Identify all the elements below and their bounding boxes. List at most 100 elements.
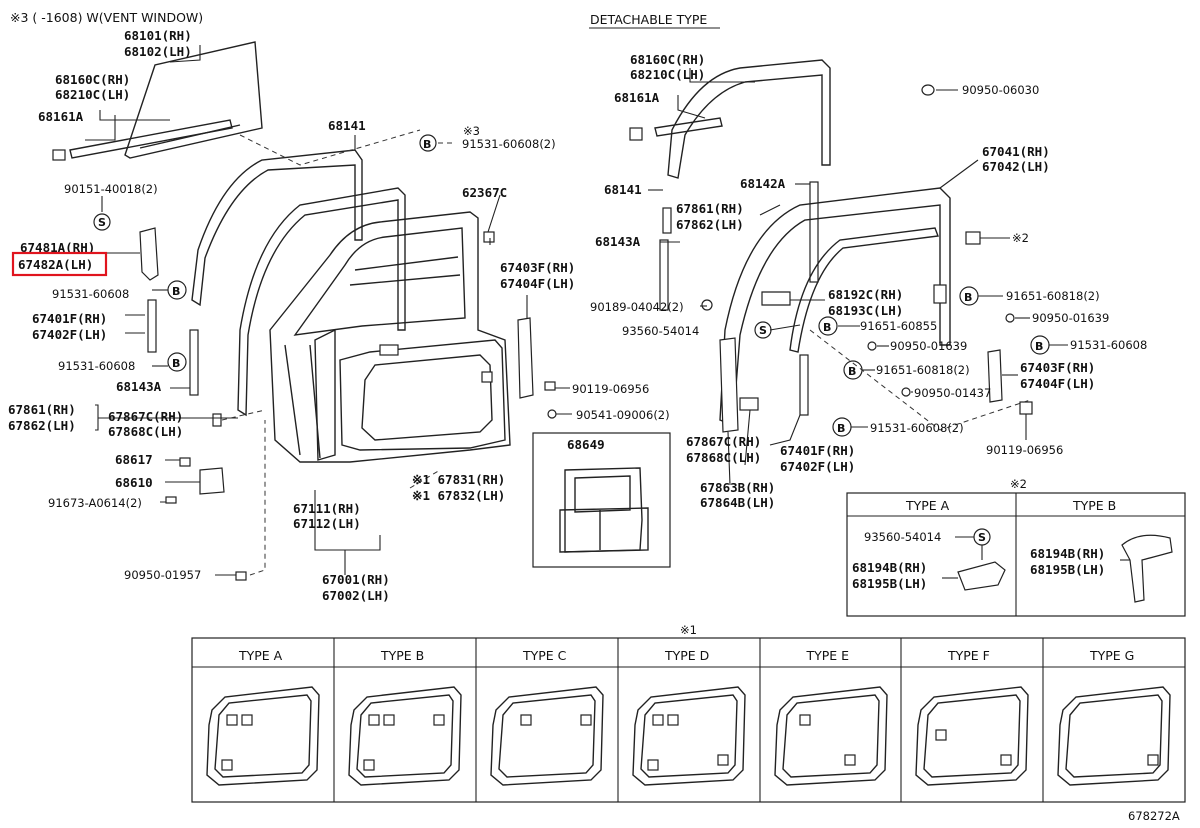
label-67862-right: 67862(LH) — [676, 217, 744, 232]
label-67482a[interactable]: 67482A(LH) — [18, 257, 93, 272]
bolt-symbol-6-label: B — [837, 422, 845, 435]
trim-clip-pad — [799, 714, 811, 726]
leader-lines-right — [648, 68, 1068, 486]
trim-board-inner — [782, 694, 880, 778]
label-67042: 67042(LH) — [982, 159, 1050, 174]
door-check-67401f-left[interactable] — [147, 299, 157, 353]
trim-clip-pad — [368, 714, 380, 726]
trim-clip-pad — [226, 714, 238, 726]
plug-90950-06030[interactable] — [921, 84, 935, 96]
label-68195b-a: 68195B(LH) — [852, 576, 927, 591]
label-91531-60608-r2: 91531-60608(2) — [870, 421, 964, 435]
clip-67867c-right[interactable] — [739, 397, 759, 411]
label-68160c-left: 68160C(RH) — [55, 72, 130, 87]
bracket-68192c[interactable] — [761, 291, 791, 306]
trim-type-cell-type-g[interactable]: TYPE G — [1057, 648, 1171, 786]
door-check-67401f-right[interactable] — [799, 354, 809, 416]
bolt-symbol-2-label: B — [172, 357, 180, 370]
channel-67403f-right[interactable] — [987, 349, 1003, 403]
channel-67863b[interactable] — [719, 337, 739, 433]
label-67861-right: 67861(RH) — [676, 201, 744, 216]
label-67402f-left: 67402F(LH) — [32, 327, 107, 342]
trim-type-cell-type-d[interactable]: TYPE D — [632, 648, 746, 786]
trim-clip-pad — [667, 714, 679, 726]
strip-68143a-right[interactable] — [659, 239, 669, 311]
run-strip-68161a-right[interactable] — [654, 117, 723, 137]
label-93560-small: 93560-54014 — [864, 530, 941, 544]
label-67111: 67111(RH) — [293, 501, 361, 516]
label-67863b: 67863B(RH) — [700, 480, 775, 495]
label-68141-left: 68141 — [328, 118, 366, 133]
door-inner-panel-67111[interactable] — [314, 328, 336, 461]
pin-68617[interactable] — [179, 457, 191, 467]
trim-board-inner — [640, 694, 738, 778]
seal-67861-left[interactable] — [237, 187, 406, 417]
nut-90541[interactable] — [547, 409, 557, 419]
screw-symbol-3-label: S — [978, 531, 986, 544]
strip-68143a-left[interactable] — [189, 329, 199, 396]
weatherstrip-68141-left[interactable] — [191, 149, 363, 307]
handle-type-b[interactable] — [1121, 534, 1173, 603]
nut-90189[interactable] — [701, 299, 713, 311]
pin-90119-right[interactable] — [1019, 401, 1033, 415]
label-90119-mid: 90119-06956 — [572, 382, 649, 396]
plug-90950-01639-a[interactable] — [1005, 313, 1015, 323]
strip-68142a[interactable] — [809, 181, 819, 283]
storage-pocket-68649[interactable] — [559, 467, 649, 553]
label-91531-60608-b: 91531-60608 — [58, 359, 135, 373]
trim-type-cell-type-a[interactable]: TYPE A — [206, 648, 320, 786]
trim-type-cell-type-b[interactable]: TYPE B — [348, 648, 462, 786]
label-67112: 67112(LH) — [293, 516, 361, 531]
label-67401f-right: 67401F(RH) — [780, 443, 855, 458]
plug-90950-01639-b[interactable] — [867, 341, 877, 351]
clip-68161a-right[interactable] — [629, 127, 643, 141]
label-68161a-right: 68161A — [614, 90, 660, 105]
door-frame-67041[interactable] — [719, 187, 951, 426]
trim-type-cell-type-f[interactable]: TYPE F — [915, 648, 1029, 786]
label-90151: 90151-40018(2) — [64, 182, 158, 196]
label-67481a: 67481A(RH) — [20, 240, 95, 255]
label-91651-60855: 91651-60855 — [860, 319, 937, 333]
pin-90119-mid[interactable] — [544, 381, 556, 391]
label-67868c-left: 67868C(LH) — [108, 424, 183, 439]
label-67401f-left: 67401F(RH) — [32, 311, 107, 326]
door-shell-67001[interactable] — [269, 211, 511, 463]
trim-type-cell-type-c[interactable]: TYPE C — [490, 648, 604, 786]
plug-90950-01437[interactable] — [901, 387, 911, 397]
trim-clip-pad — [1000, 754, 1012, 766]
label-67402f-right: 67402F(LH) — [780, 459, 855, 474]
label-90950-01957: 90950-01957 — [124, 568, 201, 582]
trim-clip-pad — [1147, 754, 1159, 766]
handle-type-a[interactable] — [957, 561, 1006, 591]
trim-clip-pad — [652, 714, 664, 726]
label-90950-06030: 90950-06030 — [962, 83, 1039, 97]
hinge-67482a-left[interactable] — [139, 227, 159, 281]
clip-68161a-left[interactable] — [52, 149, 66, 161]
clip-67867c-left[interactable] — [212, 413, 222, 427]
trim-board-outline — [632, 686, 746, 786]
vent-window-glass[interactable] — [124, 41, 263, 159]
label-91673: 91673-A0614(2) — [48, 496, 142, 510]
door-trim-67831[interactable] — [339, 339, 506, 451]
label-67864b: 67864B(LH) — [700, 495, 775, 510]
bracket-note2[interactable] — [965, 231, 981, 245]
glass-run-strip-left[interactable] — [52, 119, 233, 161]
labels-right: 68160C(RH) 68210C(LH) 68161A 90950-06030… — [590, 52, 1147, 510]
hinge-area-right[interactable] — [933, 284, 947, 304]
trim-type-cell-type-e[interactable]: TYPE E — [774, 648, 888, 786]
label-93560: 93560-54014 — [622, 324, 699, 338]
channel-67403f-mid[interactable] — [517, 317, 534, 399]
strip-68141-right[interactable] — [662, 207, 672, 234]
clip-62367c[interactable] — [483, 231, 495, 243]
trim-type-label: TYPE A — [238, 648, 283, 663]
trim-type-label: TYPE D — [664, 648, 709, 663]
screw-91673[interactable] — [165, 496, 177, 504]
clip-90950-01957[interactable] — [235, 571, 247, 581]
trim-board-outline — [490, 686, 604, 786]
trim-board-inner — [356, 694, 454, 778]
screw-symbol-1-label: S — [98, 216, 106, 229]
latch-68610[interactable] — [199, 467, 225, 495]
label-91531-60608-2: 91531-60608(2) — [462, 137, 556, 151]
